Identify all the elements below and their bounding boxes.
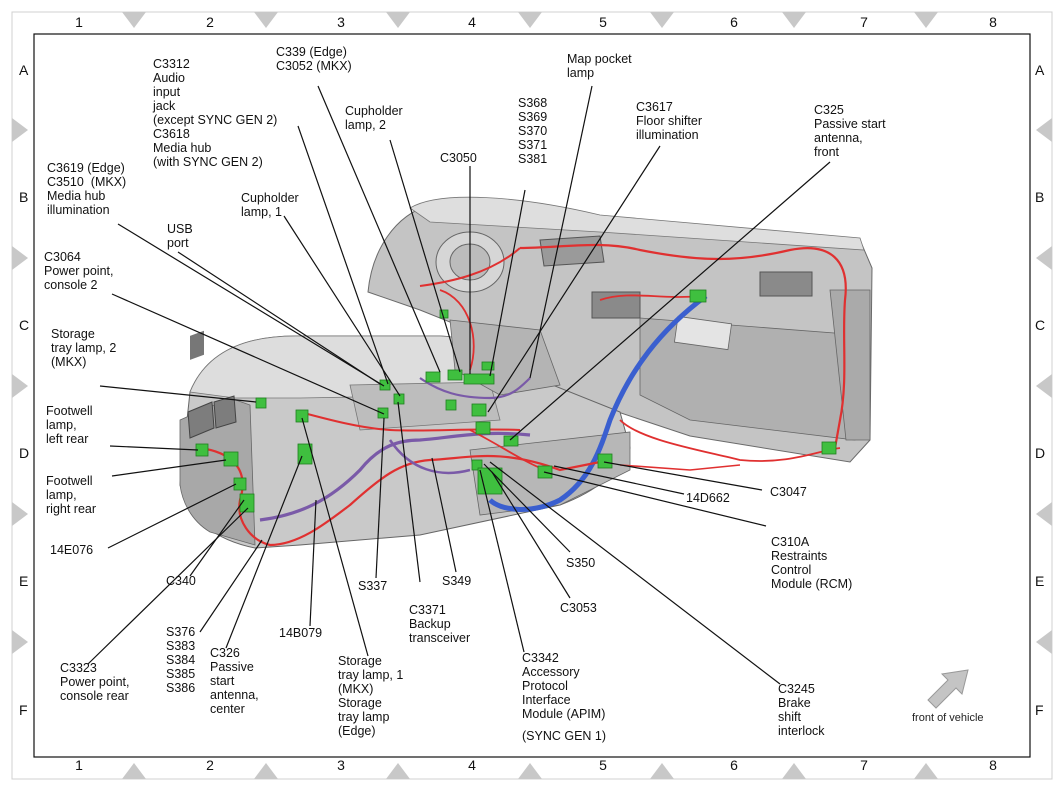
grid-col-6-top: 6 <box>730 14 738 30</box>
label-s350: S350 <box>566 556 596 570</box>
label-c3312-c3618: C3312 Audio input jack (except SYNC GEN … <box>153 57 278 169</box>
front-arrow-icon <box>927 669 969 709</box>
label-c3342-apim: C3342 Accessory Protocol Interface Modul… <box>522 651 606 721</box>
label-c339-c3052: C339 (Edge) C3052 (MKX) <box>276 45 352 73</box>
label-s337: S337 <box>358 579 388 593</box>
grid-col-7-bottom: 7 <box>860 757 868 773</box>
label-c3371: C3371 Backup transceiver <box>409 603 471 645</box>
label-storage-tray-lamp-2: Storage tray lamp, 2 (MKX) <box>51 327 117 369</box>
label-c340: C340 <box>166 574 196 588</box>
grid-col-4-top: 4 <box>468 14 476 30</box>
label-map-pocket-lamp: Map pocket lamp <box>567 52 632 80</box>
label-cupholder-lamp-1: Cupholder lamp, 1 <box>241 191 299 219</box>
label-c3617: C3617 Floor shifter illumination <box>636 100 702 142</box>
label-c3047: C3047 <box>770 485 807 499</box>
label-c3053: C3053 <box>560 601 597 615</box>
label-c3064: C3064 Power point, console 2 <box>44 250 114 292</box>
grid-row-f-right: F <box>1035 702 1044 718</box>
grid-col-8-top: 8 <box>989 14 997 30</box>
grid-col-8-bottom: 8 <box>989 757 997 773</box>
grid-row-e-right: E <box>1035 573 1045 589</box>
label-c3323: C3323 Power point, console rear <box>60 661 130 703</box>
grid-col-2-bottom: 2 <box>206 757 214 773</box>
grid-row-c-right: C <box>1035 317 1046 333</box>
grid-col-3-top: 3 <box>337 14 345 30</box>
grid-col-2-top: 2 <box>206 14 214 30</box>
label-footwell-right-rear: Footwell lamp, right rear <box>46 474 97 516</box>
label-s368-s381: S368 S369 S370 S371 S381 <box>518 96 548 166</box>
grid-col-7-top: 7 <box>860 14 868 30</box>
label-storage-tray-lamp-1: Storage tray lamp, 1 (MKX) Storage tray … <box>338 654 404 738</box>
wiring-harness <box>199 243 847 547</box>
grid-col-5-bottom: 5 <box>599 757 607 773</box>
label-c3245: C3245 Brake shift interlock <box>778 682 825 738</box>
leader-lines <box>87 85 831 685</box>
frame-triangles <box>12 12 1052 779</box>
grid-col-3-bottom: 3 <box>337 757 345 773</box>
grid-row-b-right: B <box>1035 189 1045 205</box>
label-c310a-rcm: C310A Restraints Control Module (RCM) <box>771 535 853 591</box>
label-cupholder-lamp-2: Cupholder lamp, 2 <box>345 104 403 132</box>
grid-col-5-top: 5 <box>599 14 607 30</box>
label-footwell-left-rear: Footwell lamp, left rear <box>46 404 93 446</box>
inner-border <box>33 33 1031 758</box>
connectors <box>195 289 837 513</box>
label-c3050: C3050 <box>440 151 477 165</box>
grid-row-e-left: E <box>19 573 29 589</box>
grid-col-6-bottom: 6 <box>730 757 738 773</box>
grid-col-1-top: 1 <box>75 14 83 30</box>
grid-row-c-left: C <box>19 317 30 333</box>
grid-col-4-bottom: 4 <box>468 757 476 773</box>
label-14e076: 14E076 <box>50 543 94 557</box>
grid-col-1-bottom: 1 <box>75 757 83 773</box>
label-s376-s386: S376 S383 S384 S385 S386 <box>166 625 196 695</box>
grid-row-f-left: F <box>19 702 28 718</box>
label-c326: C326 Passive start antenna, center <box>210 646 259 716</box>
grid-row-b-left: B <box>19 189 29 205</box>
grid-row-d-right: D <box>1035 445 1046 461</box>
label-sync-gen-1: (SYNC GEN 1) <box>522 729 607 743</box>
grid-row-a-right: A <box>1035 62 1045 78</box>
grid-row-a-left: A <box>19 62 29 78</box>
label-c325: C325 Passive start antenna, front <box>814 103 886 159</box>
label-14b079: 14B079 <box>279 626 323 640</box>
label-s349: S349 <box>442 574 472 588</box>
label-c3619-c3510: C3619 (Edge) C3510 (MKX) Media hub illum… <box>47 161 127 217</box>
grid-row-d-left: D <box>19 445 30 461</box>
front-of-vehicle-label: front of vehicle <box>912 712 984 724</box>
label-14d662: 14D662 <box>686 491 730 505</box>
label-usb-port: USB port <box>167 222 193 250</box>
